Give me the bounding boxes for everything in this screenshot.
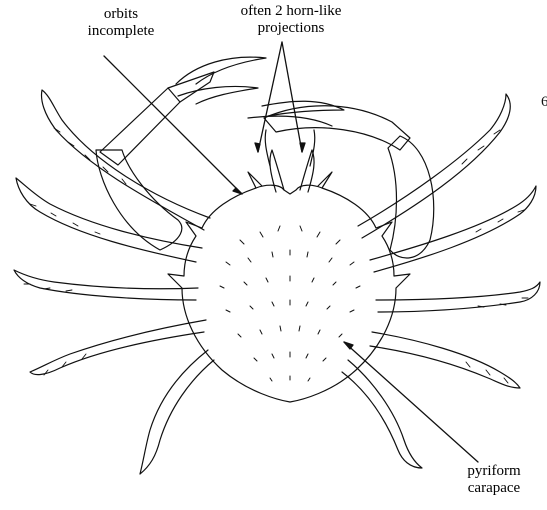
horn-arrowhead-left <box>255 143 260 152</box>
orbits-label-line2: incomplete <box>76 23 166 40</box>
left-walking-legs <box>14 90 214 474</box>
horn-label-line2: projections <box>206 20 376 37</box>
horn-leader-line-right <box>282 42 302 152</box>
carapace-outline <box>168 130 410 402</box>
orbits-incomplete-label: orbits incomplete <box>76 6 166 40</box>
carapace-label-line2: carapace <box>454 480 534 497</box>
horn-arrowhead-right <box>300 143 305 152</box>
orbits-label-line1: orbits <box>76 6 166 23</box>
carapace-tubercles <box>220 226 360 381</box>
right-walking-legs <box>342 94 540 468</box>
carapace-arrowhead <box>344 342 353 349</box>
left-cheliped <box>96 57 266 250</box>
carapace-leader-line <box>344 342 478 462</box>
carapace-label-line1: pyriform <box>454 463 534 480</box>
right-cheliped <box>248 101 434 258</box>
margin-mark: 6 <box>541 94 547 110</box>
orbits-leader-line <box>104 56 242 194</box>
pyriform-carapace-label: pyriform carapace <box>454 463 534 497</box>
horn-label-line1: often 2 horn-like <box>206 3 376 20</box>
orbits-arrowhead <box>233 188 242 194</box>
horn-projections-label: often 2 horn-like projections <box>206 3 376 37</box>
